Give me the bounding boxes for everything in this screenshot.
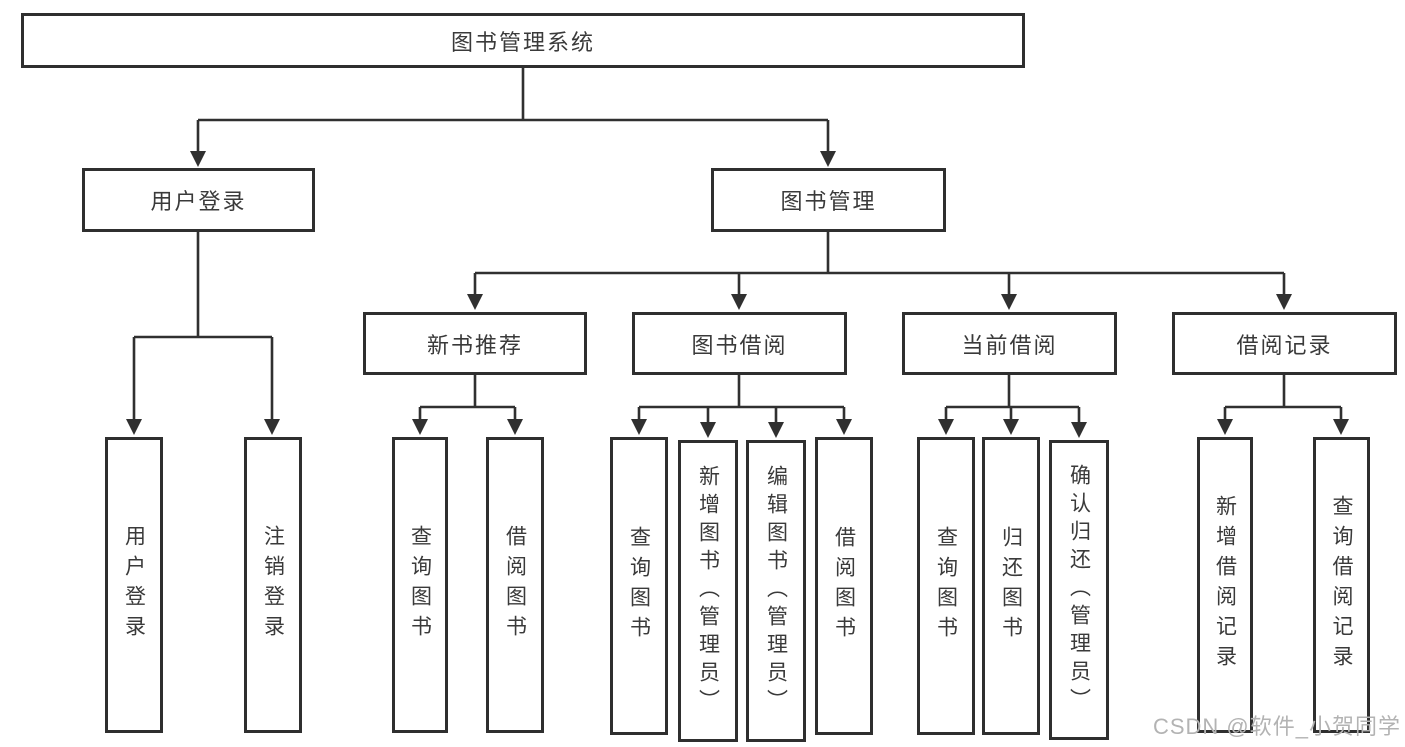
leaf-add-borrow-record: 新增借阅记录: [1197, 437, 1253, 733]
arrowhead: [1003, 419, 1019, 435]
arrowhead: [1217, 419, 1233, 435]
connector-root: [196, 68, 830, 152]
connector-book-borrowing: [637, 375, 846, 423]
connector-current-borrowing: [944, 375, 1081, 423]
arrowhead: [467, 294, 483, 310]
leaf-return-book: 归还图书: [982, 437, 1040, 735]
connector-book-management: [473, 232, 1286, 295]
node-library-management-system: 图书管理系统: [21, 13, 1025, 68]
leaf-query-books-recommend: 查询图书: [392, 437, 448, 733]
leaf-confirm-return-admin: 确认归还（管理员）: [1049, 440, 1109, 740]
node-book-borrowing: 图书借阅: [632, 312, 847, 375]
arrowhead: [1001, 294, 1017, 310]
connector-borrow-records: [1223, 375, 1343, 420]
leaf-logout: 注销登录: [244, 437, 302, 733]
arrowhead: [126, 419, 142, 435]
arrowhead: [836, 419, 852, 435]
leaf-edit-book-admin: 编辑图书（管理员）: [746, 440, 806, 742]
node-new-book-recommend: 新书推荐: [363, 312, 587, 375]
node-borrow-records: 借阅记录: [1172, 312, 1397, 375]
arrowhead: [412, 419, 428, 435]
node-user-login: 用户登录: [82, 168, 315, 232]
leaf-query-books-current: 查询图书: [917, 437, 975, 735]
arrowhead: [820, 151, 836, 167]
arrowhead: [938, 419, 954, 435]
leaf-query-borrow-record: 查询借阅记录: [1313, 437, 1370, 733]
arrowhead: [1276, 294, 1292, 310]
leaf-borrow-books-recommend: 借阅图书: [486, 437, 544, 733]
arrowhead: [631, 419, 647, 435]
arrowhead: [507, 419, 523, 435]
leaf-add-book-admin: 新增图书（管理员）: [678, 440, 738, 742]
leaf-query-books-borrowing: 查询图书: [610, 437, 668, 735]
connector-new-book-recommend: [418, 375, 517, 420]
arrowhead: [768, 422, 784, 438]
arrowhead: [1071, 422, 1087, 438]
arrowhead: [1333, 419, 1349, 435]
node-book-management: 图书管理: [711, 168, 946, 232]
arrowhead: [700, 422, 716, 438]
node-current-borrowing: 当前借阅: [902, 312, 1117, 375]
watermark: CSDN @软件_小贺同学: [1152, 714, 1401, 739]
leaf-user-login: 用户登录: [105, 437, 163, 733]
arrowhead: [731, 294, 747, 310]
connector-user-login: [132, 232, 274, 420]
arrowhead: [264, 419, 280, 435]
leaf-borrow-books-borrowing: 借阅图书: [815, 437, 873, 735]
arrowhead: [190, 151, 206, 167]
arrowheads: [126, 151, 1349, 438]
